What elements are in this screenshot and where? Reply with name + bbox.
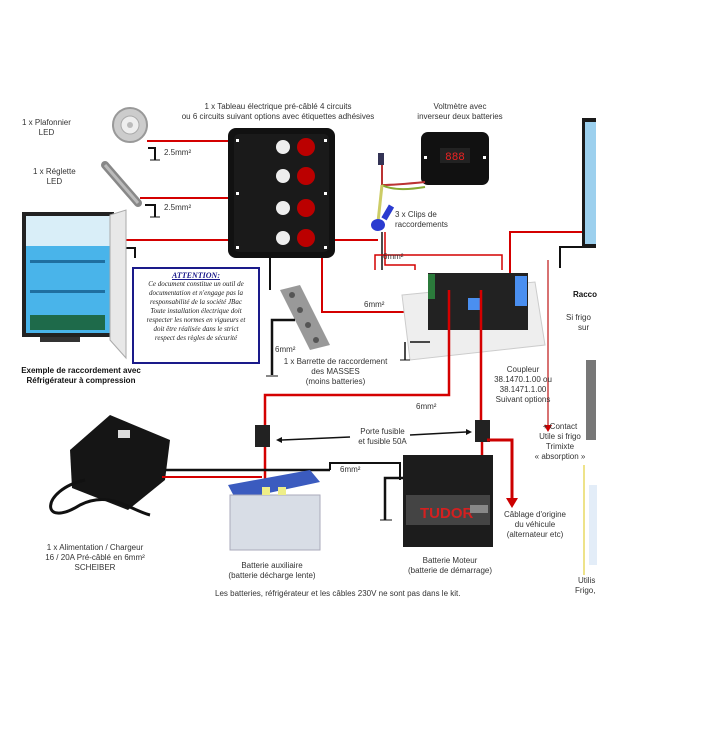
coupleur-wire-label: 6mm²	[416, 402, 437, 411]
refrigerateur-absorption-partial	[582, 118, 596, 248]
refrigerateur-icon	[22, 209, 127, 360]
voltmetre-icon: 888	[421, 132, 489, 185]
batteries-wire-label: 6mm²	[340, 465, 361, 474]
wire-panel-to-coupleur	[321, 258, 412, 313]
attention-title: ATTENTION:	[172, 271, 220, 280]
panel-switches	[276, 138, 315, 247]
reglette-wire-label: 2.5mm²	[164, 203, 192, 212]
plafonnier-led-icon	[112, 107, 148, 143]
wire-coupleur-to-fusible-aux	[263, 290, 451, 430]
barrette-masses-icon	[280, 285, 330, 350]
plafonnier-wire-label: 2.5mm²	[164, 148, 192, 157]
blank-area	[597, 0, 718, 735]
footnote: Les batteries, réfrigérateur et les câbl…	[215, 589, 461, 598]
attention-body: Ce document constitue un outil de docume…	[146, 280, 246, 342]
chargeur-icon	[49, 415, 170, 517]
wire-plafonnier-ground	[148, 147, 156, 160]
panel-coupleur-wire-label: 6mm²	[364, 300, 385, 309]
tableau-label: 1 x Tableau électrique pré-câblé 4 circu…	[181, 102, 375, 121]
svg-text:888: 888	[445, 152, 465, 164]
batterie-moteur-icon: TUDOR	[403, 455, 493, 547]
barrette-wire-label: 6mm²	[275, 345, 296, 354]
raccord-label-partial: Raccord	[573, 290, 606, 299]
reglette-led-icon	[101, 161, 142, 207]
batterie-moteur-label: Batterie Moteur(batterie de démarrage)	[407, 556, 493, 575]
batterie-auxiliaire-icon	[228, 470, 321, 551]
batterie-auxiliaire-label: Batterie auxiliaire(batterie décharge le…	[228, 561, 316, 580]
fusible-aux-icon	[255, 425, 270, 447]
fusible-moteur-icon	[475, 420, 490, 442]
svg-text:TUDOR: TUDOR	[420, 505, 473, 522]
attention-notice: ATTENTION: Ce document constitue un outi…	[132, 267, 260, 364]
clips-icon	[371, 153, 395, 231]
coupleur-icon	[401, 273, 546, 361]
clips-wire-label: 6mm²	[383, 252, 404, 261]
tableau-electrique-panel	[228, 128, 335, 258]
